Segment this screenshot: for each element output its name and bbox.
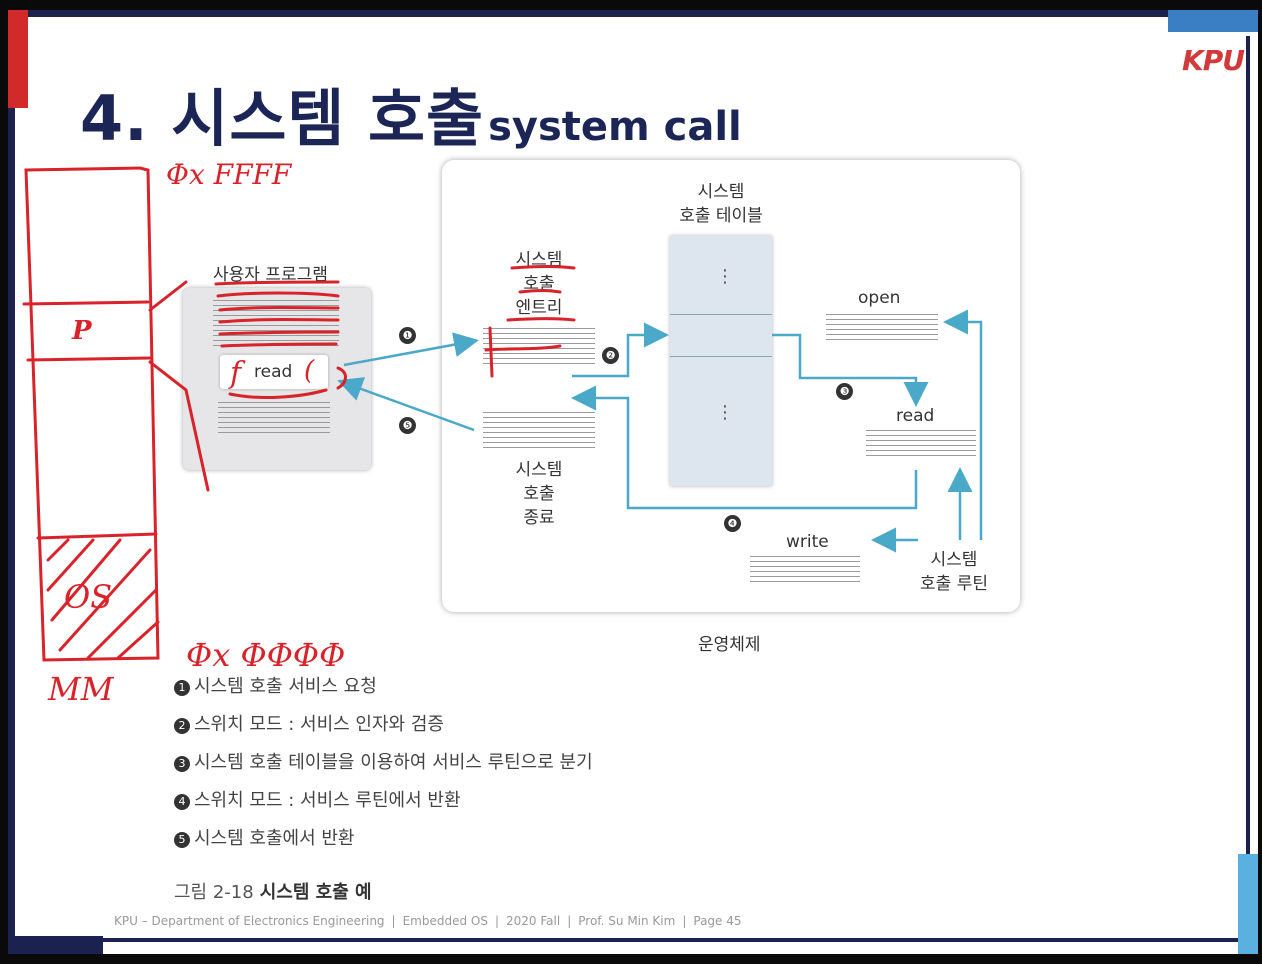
scribble-4 (218, 330, 340, 336)
ink-top-address: Φx FFFF (166, 158, 292, 191)
bracket-to-program-low (148, 360, 210, 492)
ink-bottom-address: Φx ΦΦΦΦ (186, 636, 346, 674)
memory-line-p-top (22, 300, 150, 306)
accent-bottom-left (8, 936, 103, 954)
exit-lines (483, 412, 595, 452)
scribble-1 (216, 291, 340, 298)
arrow-4 (571, 385, 918, 510)
routine-open-label: open (858, 288, 901, 308)
marker-5: ❺ (399, 417, 416, 434)
user-code-lines-bottom (218, 402, 330, 437)
arrow-3 (772, 333, 929, 407)
paren-close (336, 366, 347, 390)
scribble-5 (220, 342, 338, 348)
entry-underline-2 (518, 289, 562, 294)
marker-1: ❶ (399, 327, 416, 344)
scribble-3 (218, 318, 340, 324)
table-ellipsis-bottom: ⋮ (716, 402, 734, 423)
frame-left (8, 20, 15, 940)
ink-annotations (22, 166, 576, 662)
routine-write-lines (750, 556, 860, 586)
routine-label: 시스템 호출 루틴 (920, 550, 988, 594)
entry-dots (488, 326, 494, 378)
entry-underline-3 (506, 317, 576, 322)
ink-fread-paren: ( (304, 356, 315, 386)
flow-arrows (337, 309, 983, 553)
routine-read-lines (866, 430, 976, 460)
bracket-to-program (148, 280, 188, 312)
marker-4: ❹ (724, 515, 741, 532)
title-sub: system call (488, 104, 742, 150)
slide-footer: KPU – Department of Electronics Engineer… (114, 914, 742, 928)
scribble-2 (218, 306, 340, 312)
entry-scribble (484, 344, 562, 352)
entry-label: 시스템 호출 엔트리 (515, 250, 563, 318)
accent-top-right (1168, 10, 1258, 32)
fread-label: read (254, 362, 293, 382)
syscall-table-label: 시스템 호출 테이블 (679, 182, 763, 226)
memory-map-outline (24, 166, 160, 662)
marker-3: ❸ (836, 383, 853, 400)
routine-open-lines (826, 314, 938, 344)
routine-write-label: write (786, 532, 829, 552)
kpu-logo: KPU (1182, 44, 1245, 77)
user-program-label: 사용자 프로그램 (213, 265, 328, 285)
os-label: 운영체제 (698, 635, 761, 655)
ink-p-mark: P (72, 316, 92, 346)
accent-bottom-right (1238, 854, 1258, 954)
memory-line-os-top (36, 532, 158, 540)
frame-bottom (98, 938, 1248, 942)
arrow-5 (337, 377, 475, 432)
marker-2: ❷ (602, 347, 619, 364)
arrow-1 (343, 332, 479, 367)
entry-underline-1 (510, 265, 576, 270)
frame-top (22, 10, 1248, 17)
fread-box (220, 355, 328, 389)
memory-line-p-bottom (26, 356, 152, 362)
table-ellipsis-top: ⋮ (716, 266, 734, 287)
ink-mm-mark: MM (48, 670, 114, 708)
exit-label: 시스템 호출 종료 (515, 460, 563, 528)
ink-os-mark: OS (64, 578, 113, 616)
memory-os-hatch (46, 538, 160, 660)
fread-underline (228, 388, 328, 399)
routine-read-label: read (896, 406, 935, 426)
ink-fread-f: f (230, 356, 242, 391)
title-main: 4. 시스템 호출 (80, 82, 485, 155)
frame-right (1246, 36, 1250, 936)
arrow-routine-open (943, 309, 983, 540)
arrow-2 (572, 322, 669, 378)
label-underline (214, 280, 340, 286)
accent-red-bar (8, 10, 28, 108)
syscall-table: ⋮ ⋮ (670, 236, 772, 486)
